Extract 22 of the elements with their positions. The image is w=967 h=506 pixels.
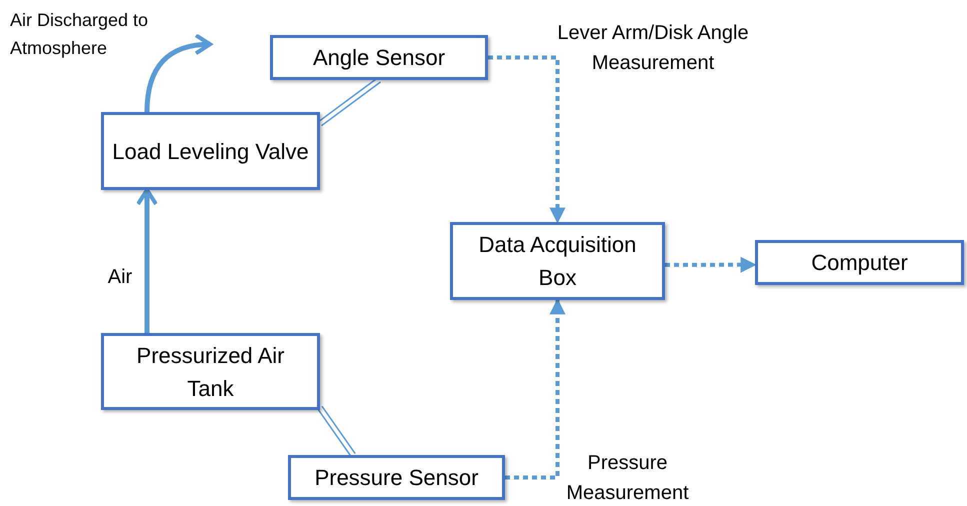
double-line (317, 406, 356, 458)
process-box (288, 455, 505, 500)
process-box (101, 112, 320, 190)
dotted-arrow (665, 256, 757, 273)
box-label: Angle Sensor (312, 44, 446, 72)
box-label: Load Leveling Valve (112, 138, 309, 166)
box-label: Data Acquisition Box (478, 231, 638, 292)
process-box (755, 240, 964, 285)
box-label: Pressurized Air Tank (136, 342, 286, 402)
edge-label: Lever Arm/Disk Angle Measurement (556, 21, 750, 76)
note-text: Air Discharged to Atmosphere (10, 6, 210, 64)
process-box (270, 35, 488, 80)
flow-arrow (136, 188, 158, 333)
process-box (101, 333, 320, 410)
box-label: Computer (811, 249, 908, 277)
dotted-arrow (488, 56, 566, 224)
process-box (450, 222, 665, 300)
dotted-arrow (505, 298, 566, 480)
flow-arrow (144, 34, 212, 112)
edge-label: Pressure Measurement (565, 451, 690, 506)
edge-label: Air (106, 265, 134, 290)
box-label: Pressure Sensor (314, 464, 478, 492)
